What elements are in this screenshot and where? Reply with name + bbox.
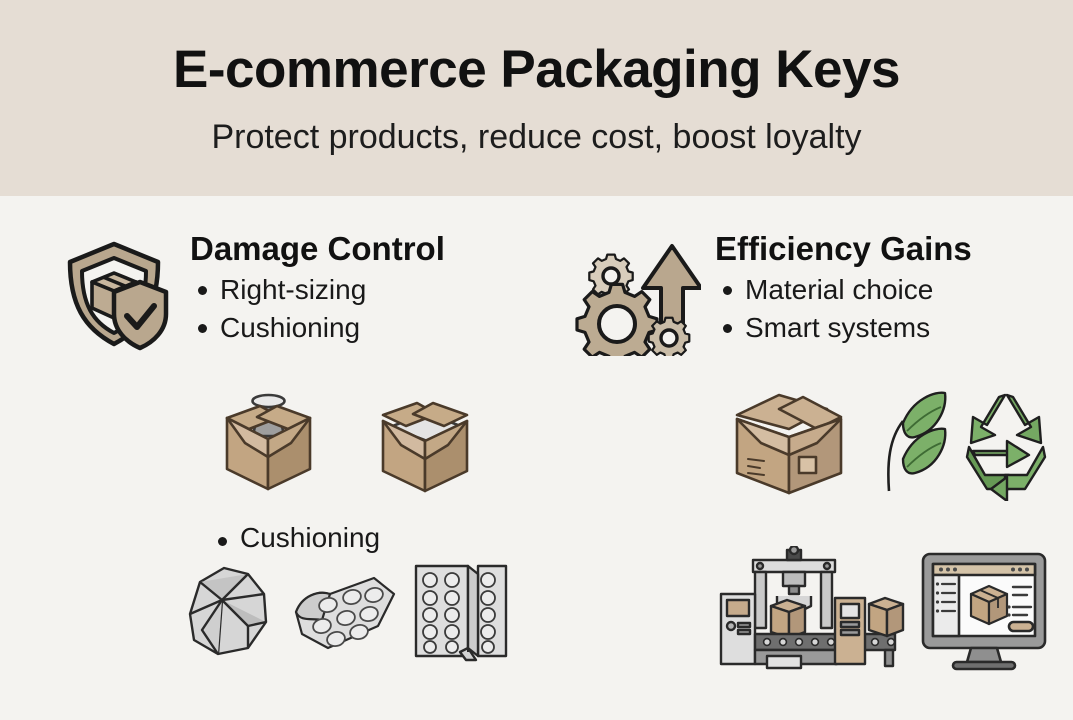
- list-item: Right-sizing: [190, 271, 445, 309]
- packaging-machine-icon: [719, 546, 905, 670]
- column-damage-control: Damage Control Right-sizing Cushioning: [0, 196, 536, 720]
- page-title: E-commerce Packaging Keys: [173, 39, 900, 99]
- cushioning-sub-bullet: Cushioning: [210, 522, 380, 554]
- header-band: E-commerce Packaging Keys Protect produc…: [0, 0, 1073, 196]
- cardboard-box-icon: [735, 393, 843, 495]
- cushioning-art: [178, 556, 508, 671]
- leaves-icon: [887, 391, 947, 492]
- damage-control-text-block: Damage Control Right-sizing Cushioning: [190, 230, 445, 347]
- material-choice-art: [717, 381, 1047, 501]
- list-item: Material choice: [715, 271, 972, 309]
- efficiency-gains-bullet-list: Material choice Smart systems: [715, 271, 972, 347]
- damage-control-title: Damage Control: [190, 230, 445, 267]
- efficiency-gains-title: Efficiency Gains: [715, 230, 972, 267]
- efficiency-gains-text-block: Efficiency Gains Material choice Smart s…: [715, 230, 972, 347]
- shield-box-check-icon: [52, 232, 176, 356]
- page-subtitle: Protect products, reduce cost, boost loy…: [211, 117, 862, 156]
- damage-control-heading-row: Damage Control Right-sizing Cushioning: [52, 230, 445, 356]
- recycle-icon: [965, 393, 1047, 501]
- efficiency-gains-heading-row: Efficiency Gains Material choice Smart s…: [573, 230, 972, 356]
- smart-systems-art: [709, 546, 1049, 671]
- body-area: Damage Control Right-sizing Cushioning: [0, 196, 1073, 720]
- list-item: Smart systems: [715, 309, 972, 347]
- monitor-package-ui-icon: [921, 552, 1047, 671]
- column-efficiency-gains: Efficiency Gains Material choice Smart s…: [537, 196, 1073, 720]
- list-item: Cushioning: [190, 309, 445, 347]
- gears-up-arrow-icon: [573, 232, 701, 356]
- right-sizing-art: [205, 381, 495, 501]
- damage-control-bullet-list: Right-sizing Cushioning: [190, 271, 445, 347]
